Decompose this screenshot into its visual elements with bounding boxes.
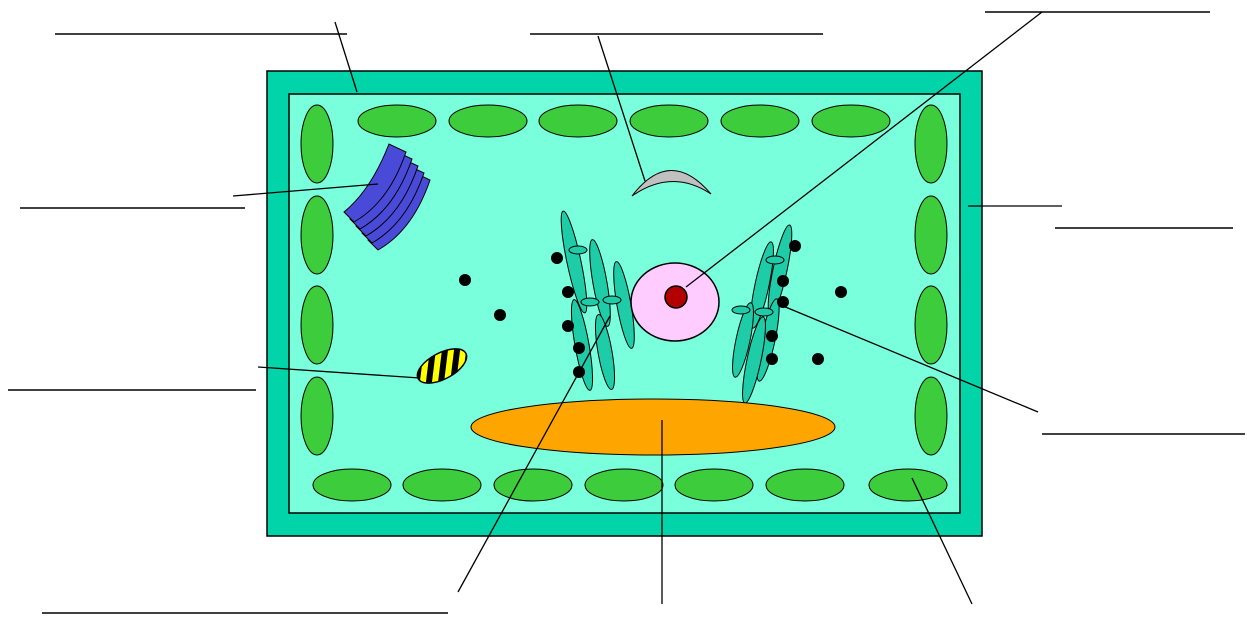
nucleolus: [664, 285, 688, 309]
label-blanks: [8, 11, 1245, 614]
chloroplast: [811, 104, 891, 138]
endoplasmic-reticulum-right: [731, 224, 793, 404]
chloroplast: [312, 468, 392, 502]
chloroplast: [914, 376, 948, 456]
ribosome: [777, 296, 789, 308]
chloroplast: [629, 104, 709, 138]
golgi-apparatus: [343, 143, 431, 251]
leader-line: [457, 315, 611, 593]
chloroplast: [868, 468, 948, 502]
chloroplast: [914, 195, 948, 275]
chloroplast: [720, 104, 800, 138]
chloroplast: [357, 104, 437, 138]
ribosome: [562, 286, 574, 298]
leader-line: [685, 11, 1043, 288]
ribosome: [812, 353, 824, 365]
leader-lines: [232, 11, 1062, 605]
ribosome: [459, 274, 471, 286]
chloroplast: [300, 195, 334, 275]
leader-line: [257, 366, 421, 379]
leader-line: [232, 183, 379, 197]
chloroplast: [914, 285, 948, 365]
ribosome: [777, 275, 789, 287]
ribosome: [766, 330, 778, 342]
leader-line: [782, 305, 1039, 413]
chloroplast: [538, 104, 618, 138]
centrosome: [631, 170, 712, 197]
chloroplast: [674, 468, 754, 502]
chloroplast: [300, 285, 334, 365]
ribosome: [766, 353, 778, 365]
leader-line: [597, 35, 646, 182]
leader-line: [334, 21, 358, 93]
chloroplast: [300, 104, 334, 184]
chloroplast: [448, 104, 528, 138]
chloroplast: [914, 104, 948, 184]
ribosome: [573, 342, 585, 354]
mitochondrion: [416, 348, 468, 384]
ribosome: [551, 252, 563, 264]
chloroplast: [402, 468, 482, 502]
ribosomes: [459, 240, 847, 378]
vacuole: [470, 398, 836, 456]
chloroplast: [300, 376, 334, 456]
ribosome: [835, 286, 847, 298]
chloroplast: [493, 468, 573, 502]
ribosome: [494, 309, 506, 321]
chloroplasts: [300, 104, 948, 502]
leader-line: [911, 477, 973, 605]
ribosome: [562, 320, 574, 332]
chloroplast: [584, 468, 664, 502]
chloroplast: [765, 468, 845, 502]
ribosome: [789, 240, 801, 252]
